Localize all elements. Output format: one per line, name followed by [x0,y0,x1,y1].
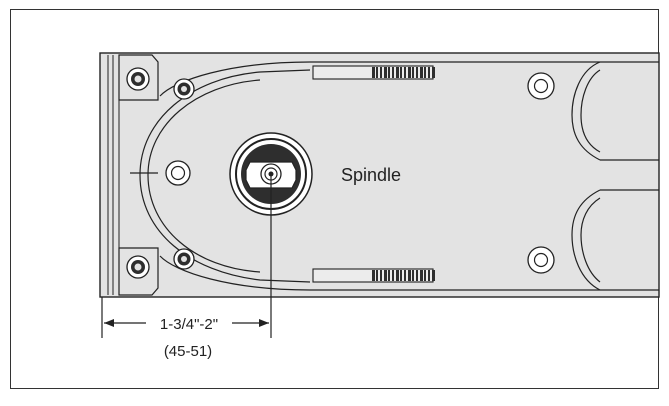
gear-rib [376,270,378,281]
gear-rib [408,270,411,281]
gear-rib [408,67,411,78]
screw-hole-top-left [126,67,150,91]
gear-rib [384,270,387,281]
gear-rib [392,270,394,281]
bottom-slot [312,268,435,283]
gear-rib [404,67,406,78]
gear-rib [400,67,402,78]
gear-rib [380,270,382,281]
gear-rib [396,67,399,78]
gear-rib [432,270,435,281]
gear-rib [376,67,378,78]
gear-rib [396,270,399,281]
right-end-features [571,61,659,291]
gear-rib [420,270,423,281]
screw-hole-bottom-left [126,255,150,279]
gear-rib [372,270,375,281]
gear-rib [384,67,387,78]
dimension-imperial: 1-3/4"-2" [160,316,218,333]
gear-rib [400,270,402,281]
gear-rib [416,67,418,78]
top-slot [312,65,435,80]
dimension-metric: (45-51) [164,343,212,360]
gear-rib [380,67,382,78]
mounting-hole-right-bottom [527,246,555,274]
gear-rib [404,270,406,281]
mounting-hole-center [165,160,191,186]
gear-rib [428,67,430,78]
screw-hole-upper-inner [173,78,195,100]
gear-rib [416,270,418,281]
gear-rib [420,67,423,78]
spindle-label: Spindle [341,165,401,185]
gear-rib [372,67,375,78]
gear-rib [428,270,430,281]
gear-rib [432,67,435,78]
gear-rib [388,270,390,281]
gear-rib [412,270,414,281]
gear-rib [412,67,414,78]
mounting-hole-right-top [527,72,555,100]
gear-rib [424,270,426,281]
gear-rib [388,67,390,78]
screw-hole-lower-inner [173,248,195,270]
gear-rib [424,67,426,78]
dimension-lines [101,174,272,338]
gear-rib [392,67,394,78]
cover-plate [130,61,600,291]
